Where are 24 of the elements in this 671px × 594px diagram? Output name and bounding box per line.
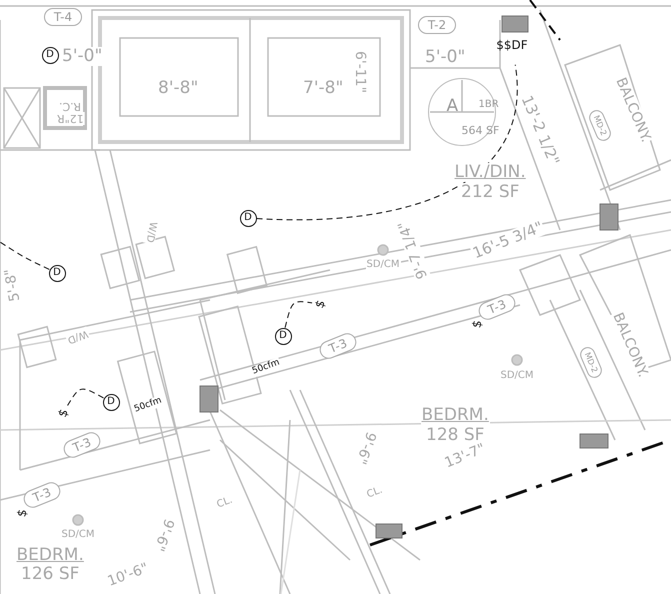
switch-leg-line [284, 301, 313, 328]
switch-symbol: $$DF [492, 37, 532, 53]
dimension-text: R.C. [58, 100, 82, 112]
dimension-text: 12"R [56, 112, 84, 124]
fixture-circle: D [240, 210, 256, 226]
room-label: LIV./DIN. [454, 162, 527, 182]
room-label: SD/CM [500, 370, 535, 382]
switch-leg-line [0, 242, 50, 270]
room-label: BEDRM. [16, 546, 85, 564]
switch-leg-line [256, 64, 518, 220]
switch-symbol: $ [53, 404, 73, 422]
fixture-circle: D [42, 46, 58, 64]
room-label: SD/CM [60, 529, 96, 541]
fixture-circle: D [102, 394, 120, 410]
room-label: 5'-0" [61, 46, 104, 66]
unit-type-letter: A [446, 98, 458, 114]
room-label: SD/CM [366, 259, 401, 271]
switch-symbol: $ [310, 294, 330, 314]
fixture-circle: D [274, 328, 292, 344]
airflow-label: 50cfm [250, 356, 282, 378]
dimension-text: W/D [64, 326, 90, 346]
switch-leg-line [66, 388, 104, 407]
fixture-circle: D [48, 264, 66, 282]
room-label: BEDRM. [420, 406, 490, 424]
